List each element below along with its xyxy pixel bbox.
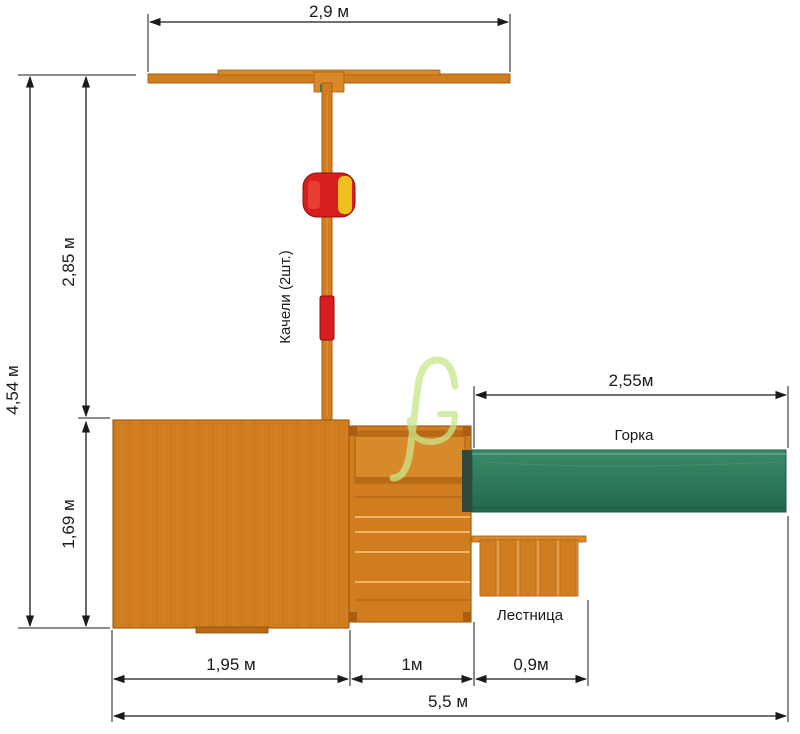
dim-tower-width: 1м	[350, 655, 474, 684]
dim-ladder-width: 0,9м	[474, 655, 588, 684]
dim-platform-depth-label: 1,69 м	[59, 499, 78, 549]
swing-seat-bucket	[302, 172, 356, 218]
platform-deck	[112, 419, 350, 634]
dim-slide-length: 2,55м	[473, 371, 789, 448]
dim-total-depth-label: 4,54 м	[3, 365, 22, 415]
dim-slide-length-label: 2,55м	[609, 371, 654, 390]
ladder	[471, 535, 587, 597]
dim-total-depth: 4,54 м	[3, 74, 136, 629]
swings-label: Качели (2шт.)	[277, 250, 294, 343]
slide	[471, 449, 787, 513]
dim-swing-width-label: 2,9 м	[309, 2, 349, 21]
dim-swing-width: 2,9 м	[147, 2, 511, 72]
dim-platform-width: 1,95 м	[112, 655, 350, 684]
slide-label: Горка	[614, 427, 654, 444]
dim-ladder-width-label: 0,9м	[513, 655, 548, 674]
brand-logo	[389, 356, 459, 482]
dim-tower-width-label: 1м	[401, 655, 422, 674]
dim-swing-depth: 2,85 м	[59, 75, 110, 419]
swing-post	[321, 82, 333, 421]
swing-seat-flat	[319, 295, 335, 341]
dim-swing-depth-label: 2,85 м	[59, 237, 78, 287]
dim-platform-depth: 1,69 м	[59, 420, 91, 628]
dim-total-width: 5,5 м	[112, 692, 788, 721]
dim-total-width-label: 5,5 м	[428, 692, 468, 711]
ladder-label: Лестница	[497, 607, 564, 624]
dim-platform-width-label: 1,95 м	[206, 655, 256, 674]
